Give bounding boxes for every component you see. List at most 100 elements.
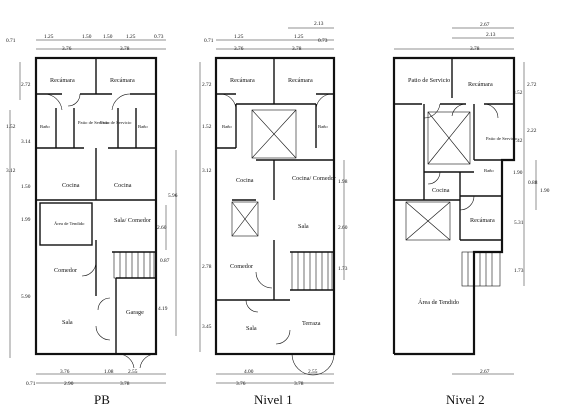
- dim-bottom-2-90: 2.90: [64, 381, 74, 387]
- dim-bottom-3-78: 3.78: [120, 381, 130, 387]
- dim-bottom-2-67: 2.67: [480, 369, 490, 375]
- room-bano-right: Baño: [138, 124, 148, 129]
- dim-top-1-25b: 1.25: [126, 34, 136, 40]
- stairs-icon: [461, 251, 501, 287]
- room-garage: Garage: [126, 309, 144, 316]
- dim-right-1-90b: 1.90: [540, 188, 550, 194]
- room-recamara-left: Recámara: [230, 77, 255, 84]
- dim-left-3-14: 3.14: [21, 139, 31, 145]
- room-cocina: Cocina: [236, 177, 254, 184]
- dim-top-0-73: 0.73: [318, 38, 328, 44]
- dim-left-1-99: 1.99: [21, 217, 31, 223]
- room-sala-right: Sala: [298, 223, 309, 230]
- dim-top-3-78: 3.78: [120, 46, 130, 52]
- dim-right-2-60: 2.60: [157, 225, 167, 231]
- dim-top-1-25a: 1.25: [234, 34, 244, 40]
- dim-top-0-71: 0.71: [6, 38, 16, 44]
- room-sala: Sala: [62, 319, 73, 326]
- dim-bottom-2-55: 2.55: [308, 369, 318, 375]
- dimension-lines-top: [394, 27, 514, 50]
- dim-left-1-52: 1.52: [6, 124, 16, 130]
- room-bano-right: Baño: [318, 124, 328, 129]
- dim-bottom-4-00: 4.00: [244, 369, 254, 375]
- dim-right-2-60: 2.60: [338, 225, 348, 231]
- dim-left-3-12: 3.12: [202, 168, 212, 174]
- door-swings: [219, 93, 335, 376]
- room-recamara-mid: Recámara: [470, 217, 495, 224]
- dim-right-3-52: 3.52: [513, 90, 523, 96]
- dim-top-2-67: 2.67: [480, 22, 490, 28]
- light-well-icon: [427, 111, 471, 165]
- room-patio-servicio-right: Patio de Servicio: [100, 120, 132, 125]
- dim-right-0-88: 0.88: [528, 180, 538, 186]
- dimension-lines-bottom: [216, 373, 334, 384]
- dim-top-3-78: 3.78: [292, 46, 302, 52]
- room-bano-left: Baño: [40, 124, 50, 129]
- dim-right-2-22: 2.22: [527, 128, 537, 134]
- room-sala-comedor: Sala/ Comedor: [114, 217, 151, 224]
- plan-caption-nivel-1: Nivel 1: [254, 392, 293, 407]
- room-sala: Sala: [246, 325, 257, 332]
- dim-top-3-78: 3.78: [470, 46, 480, 52]
- room-patio-servicio-left: Patio de Servicio: [78, 120, 110, 125]
- dim-right-2-72: 2.72: [527, 82, 537, 88]
- dim-right-5-96: 5.96: [168, 193, 178, 199]
- plan-caption-nivel-2: Nivel 2: [446, 392, 485, 407]
- dim-bottom-2-55: 2.55: [128, 369, 138, 375]
- room-area-de-tendido: Área de Tendido: [54, 221, 85, 226]
- dim-left-2-72: 2.72: [21, 82, 31, 88]
- dim-bottom-0-71: 0.71: [26, 381, 36, 387]
- dim-top-2-13: 2.13: [314, 21, 324, 27]
- light-well-icon: [405, 201, 451, 241]
- stairs-icon: [291, 251, 333, 291]
- light-well-icon: [251, 109, 297, 159]
- room-recamara-left: Recámara: [50, 77, 75, 84]
- dimension-lines-bottom: [36, 373, 166, 384]
- dim-bottom-1-08: 1.08: [104, 369, 114, 375]
- room-patio-servicio: Patio de Servicio: [408, 77, 450, 84]
- dim-right-1-73: 1.73: [338, 266, 348, 272]
- dim-bottom-3-78: 3.78: [294, 381, 304, 387]
- dim-left-3-12: 3.12: [6, 168, 16, 174]
- stairs-icon: [113, 251, 155, 279]
- dim-right-1-73: 1.73: [514, 268, 524, 274]
- dim-left-2-72: 2.72: [202, 82, 212, 88]
- dim-top-3-76: 3.76: [62, 46, 72, 52]
- dim-top-0-71: 0.71: [204, 38, 214, 44]
- dim-top-1-25b: 1.25: [294, 34, 304, 40]
- dim-top-3-76: 3.76: [234, 46, 244, 52]
- room-bano: Baño: [484, 168, 494, 173]
- room-comedor: Comedor: [230, 263, 253, 270]
- door-swings: [423, 103, 499, 211]
- room-comedor: Comedor: [54, 267, 77, 274]
- dim-left-1-52: 1.52: [202, 124, 212, 130]
- dim-top-1-50a: 1.50: [82, 34, 92, 40]
- dimension-lines-left: [9, 62, 21, 358]
- room-recamara-right: Recámara: [288, 77, 313, 84]
- plan-nivel-1: 2.13 0.71 1.25 1.25 0.73 3.76 3.78 2.72 …: [199, 21, 348, 407]
- dimension-lines-top: [216, 27, 334, 50]
- light-well-icon: [231, 201, 259, 237]
- walls: [214, 56, 336, 356]
- plan-pb: 0.71 1.25 1.50 1.50 1.25 0.73 3.76 3.78 …: [6, 34, 178, 407]
- dim-top-1-50b: 1.50: [103, 34, 113, 40]
- room-cocina-right: Cocina: [114, 182, 132, 189]
- dim-left-3-45: 3.45: [202, 324, 212, 330]
- dimension-lines-right: [523, 62, 537, 286]
- dimension-lines-top: [36, 39, 166, 50]
- walls: [392, 56, 516, 356]
- dim-bottom-3-76: 3.76: [60, 369, 70, 375]
- dim-right-0-87: 0.87: [160, 258, 170, 264]
- dim-right-5-31: 5.31: [514, 220, 524, 226]
- dim-right-1-90a: 1.90: [513, 170, 523, 176]
- room-recamara-right: Recámara: [110, 77, 135, 84]
- dim-top-1-25: 1.25: [44, 34, 54, 40]
- dim-left-2-78: 2.78: [202, 264, 212, 270]
- plan-caption-pb: PB: [94, 392, 110, 407]
- dim-top-2-13: 2.13: [486, 32, 496, 38]
- dim-left-1-50: 1.50: [21, 184, 31, 190]
- dim-right-1-98: 1.98: [338, 179, 348, 185]
- dim-top-0-73: 0.73: [154, 34, 164, 40]
- dimension-lines-right: [165, 150, 177, 336]
